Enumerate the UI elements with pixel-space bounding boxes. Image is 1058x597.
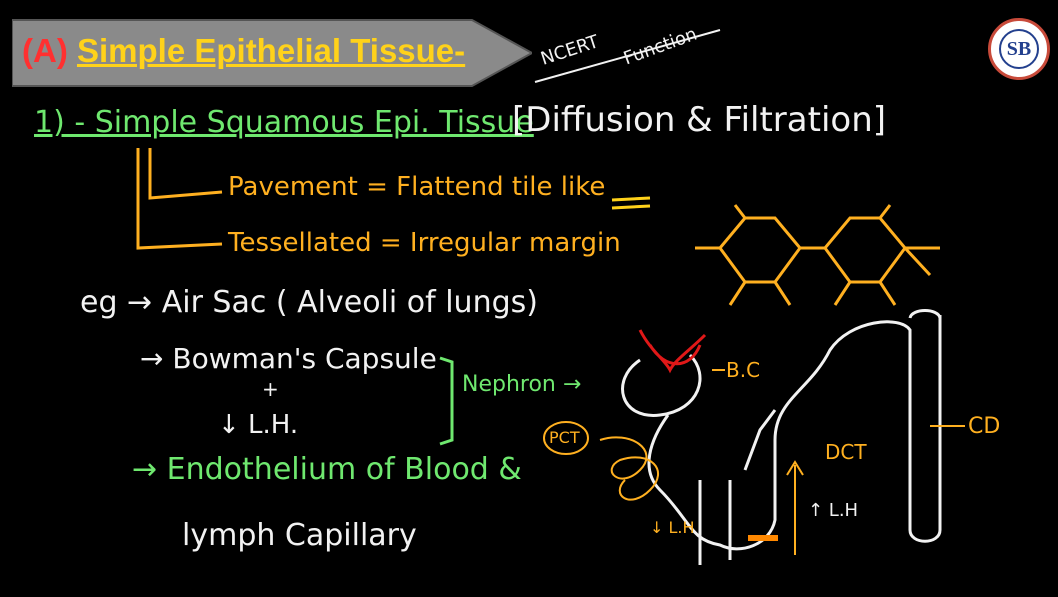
banner-title-text: Simple Epithelial Tissue- [76,32,466,69]
label-lh-down: ↓ L.H [650,518,695,537]
label-dct: DCT [825,440,867,464]
note-bowman: → Bowman's Capsule [140,342,437,375]
title-banner [12,19,532,87]
note-endothelium: → Endothelium of Blood & [132,452,522,487]
nephron-tubule-drawing [621,309,942,565]
tessellated-connector [136,148,223,250]
note-function-text: [Diffusion & Filtration] [512,100,887,140]
hexagon-tissue-drawing [695,204,940,306]
note-plus: + [262,377,279,401]
note-pavement: Pavement = Flattend tile like [228,172,606,202]
label-lh-up: ↑ L.H [808,500,859,521]
note-lymph: lymph Capillary [182,518,417,553]
note-eg-air-sac: eg → Air Sac ( Alveoli of lungs) [80,285,538,320]
note-heading: 1) - Simple Squamous Epi. Tissue [34,105,534,140]
glomerulus-capillary-drawing [638,329,707,374]
lh-up-arrow [786,460,804,555]
label-pct: PCT [549,428,580,447]
label-bc: B.C [726,358,761,382]
pct-coil-drawing [599,436,660,501]
note-nephron: Nephron → [462,372,582,397]
ncert-underline [534,29,721,83]
pavement-connector [148,148,223,200]
pct-label-circle [543,421,589,455]
banner-prefix: (A) [22,32,77,69]
tile-underline [611,196,651,210]
note-tessellated: Tessellated = Irregular margin [228,228,621,258]
note-lh: ↓ L.H. [218,410,299,440]
sankalp-bharat-logo: SB [988,18,1050,80]
banner-title: (A) Simple Epithelial Tissue- [22,32,465,70]
nephron-brace [439,356,454,446]
label-cd: CD [968,414,1001,439]
logo-initials: SB [999,29,1039,69]
